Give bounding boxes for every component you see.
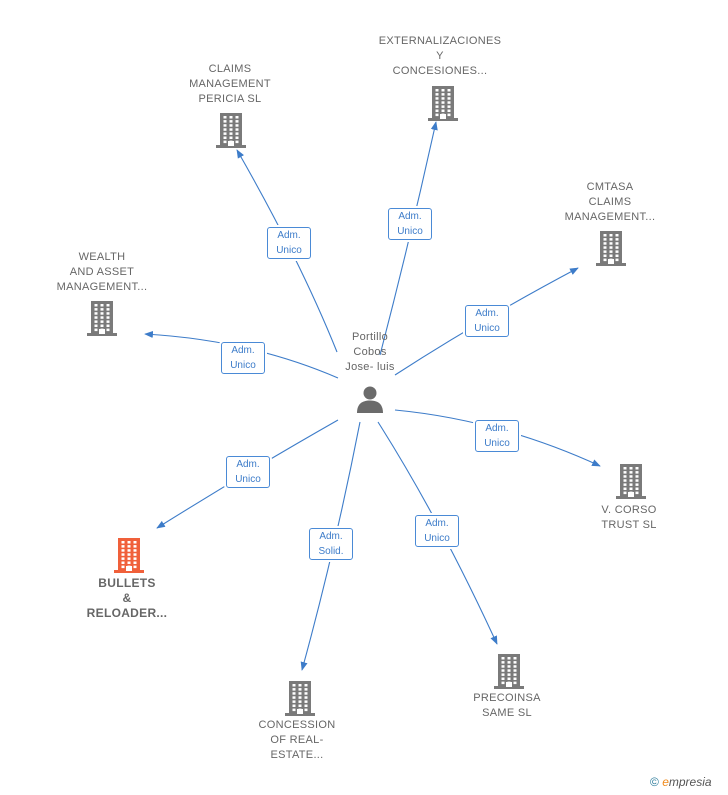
building-icon bbox=[493, 653, 525, 689]
company-label: PRECOINSA SAME SL bbox=[473, 692, 541, 719]
relation-badge-externalizaciones[interactable]: Adm. Unico bbox=[388, 208, 432, 240]
relation-role-line1: Adm. bbox=[398, 211, 422, 222]
relation-role-line2: Unico bbox=[230, 360, 256, 371]
relation-role-line2: Unico bbox=[424, 533, 450, 544]
company-label: CLAIMS MANAGEMENT PERICIA SL bbox=[189, 63, 271, 105]
company-label: CONCESSION OF REAL- ESTATE... bbox=[258, 719, 336, 761]
company-label: CMTASA CLAIMS MANAGEMENT... bbox=[564, 181, 656, 223]
building-icon bbox=[427, 85, 459, 121]
person-name-label: Portillo Cobos Jose- luis bbox=[345, 331, 395, 373]
building-icon bbox=[215, 112, 247, 148]
relation-badge-precoinsa[interactable]: Adm. Unico bbox=[415, 515, 459, 547]
person-icon bbox=[357, 386, 383, 413]
copyright-symbol: © bbox=[650, 775, 659, 789]
company-label: WEALTH AND ASSET MANAGEMENT... bbox=[56, 251, 148, 293]
relation-badge-v-corso[interactable]: Adm. Unico bbox=[475, 420, 519, 452]
relation-role-line2: Unico bbox=[235, 474, 261, 485]
relation-badge-cmtasa[interactable]: Adm. Unico bbox=[465, 305, 509, 337]
building-icon bbox=[113, 537, 145, 573]
relation-role-line1: Adm. bbox=[231, 345, 255, 356]
relation-role-line1: Adm. bbox=[236, 459, 260, 470]
relation-role-line2: Solid. bbox=[318, 546, 344, 557]
footer-brand: © empresia bbox=[650, 775, 712, 789]
relation-badge-claims-management-pericia[interactable]: Adm. Unico bbox=[267, 227, 311, 259]
relation-role-line1: Adm. bbox=[485, 423, 509, 434]
company-label: V. CORSO TRUST SL bbox=[601, 504, 657, 531]
relation-role-line1: Adm. bbox=[319, 531, 343, 542]
relation-role-line2: Unico bbox=[474, 323, 500, 334]
relation-role-line1: Adm. bbox=[425, 518, 449, 529]
relation-role-line1: Adm. bbox=[475, 308, 499, 319]
building-icon bbox=[595, 230, 627, 266]
relation-badge-bullets-reloader[interactable]: Adm. Unico bbox=[226, 456, 270, 488]
relation-role-line2: Unico bbox=[397, 226, 423, 237]
company-label: EXTERNALIZACIONES Y CONCESIONES... bbox=[378, 35, 502, 77]
relation-badge-concession-real-estate[interactable]: Adm. Solid. bbox=[309, 528, 353, 560]
relation-role-line2: Unico bbox=[276, 245, 302, 256]
company-label: BULLETS & RELOADER... bbox=[86, 576, 168, 620]
building-icon bbox=[284, 680, 316, 716]
relation-role-line2: Unico bbox=[484, 438, 510, 449]
relation-role-line1: Adm. bbox=[277, 230, 301, 241]
building-icon bbox=[615, 463, 647, 499]
building-icon bbox=[86, 300, 118, 336]
relation-badge-wealth-asset[interactable]: Adm. Unico bbox=[221, 342, 265, 374]
brand-logo: empresia bbox=[662, 775, 712, 789]
